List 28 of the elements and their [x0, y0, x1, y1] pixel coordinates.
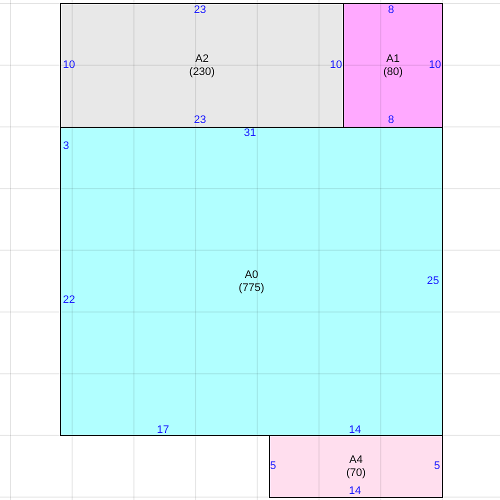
dimension-label: 17 — [156, 424, 170, 436]
dimension-label: 22 — [62, 294, 76, 306]
dimension-label: 8 — [388, 114, 394, 126]
dimension-label: 10 — [330, 59, 342, 71]
room-name: A1 — [386, 52, 400, 66]
room-name: A0 — [244, 268, 258, 282]
dimension-label: 14 — [348, 424, 362, 436]
dimension-label: 10 — [428, 59, 442, 71]
room-area-value: (80) — [383, 66, 403, 78]
dimension-label: 10 — [62, 59, 76, 71]
room-name: A4 — [349, 454, 363, 466]
room-area-value: (230) — [189, 66, 215, 78]
room-area — [60, 127, 443, 436]
dimension-label: 25 — [426, 275, 440, 287]
dimension-label: 31 — [244, 127, 256, 139]
dimension-label: 5 — [434, 460, 440, 472]
room-name: A2 — [195, 52, 209, 66]
room-area-value: (70) — [346, 466, 366, 480]
room-area — [269, 435, 443, 498]
room-area-value: (775) — [238, 282, 264, 294]
dimension-label: 8 — [388, 4, 394, 16]
room-area — [343, 3, 443, 128]
room-area — [60, 3, 344, 128]
dimension-label: 5 — [270, 460, 276, 472]
dimension-label: 23 — [194, 114, 206, 126]
dimension-label: 23 — [194, 4, 206, 16]
dimension-label: 14 — [348, 485, 362, 497]
dimension-label: 3 — [62, 140, 70, 152]
